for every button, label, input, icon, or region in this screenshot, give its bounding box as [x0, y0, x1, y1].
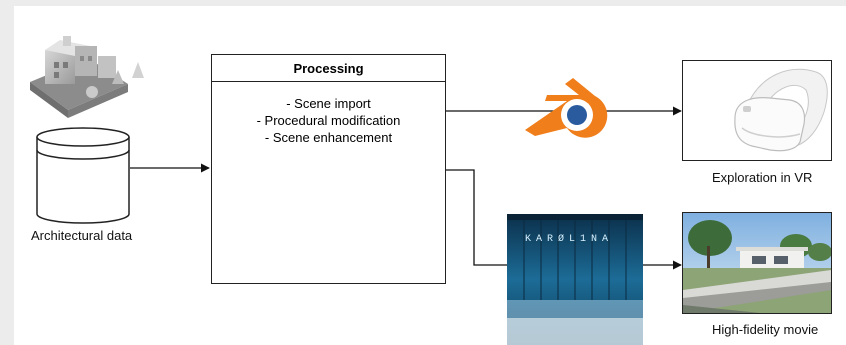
processing-step: - Scene enhancement — [264, 130, 393, 145]
supercomputer-image — [507, 214, 643, 345]
supercomputer-name: KARØL1NA — [525, 234, 614, 245]
processing-step: - Procedural modification — [256, 113, 401, 128]
vr-headset-icon — [734, 68, 828, 152]
movie-output-box — [682, 212, 832, 314]
architectural-data-label: Architectural data — [31, 228, 133, 243]
database-icon — [36, 127, 130, 224]
blender-logo-icon-vr — [525, 78, 608, 138]
processing-title: Processing — [212, 55, 445, 82]
processing-box: Processing - Scene import - Procedural m… — [211, 54, 446, 284]
building-model-icon — [30, 36, 144, 118]
movie-output-label: High-fidelity movie — [712, 322, 819, 337]
processing-step: - Scene import — [286, 96, 371, 111]
vr-output-label: Exploration in VR — [712, 170, 813, 185]
house-render-image — [683, 213, 832, 313]
vr-output-box — [682, 60, 832, 161]
processing-steps: - Scene import - Procedural modification… — [212, 95, 445, 146]
